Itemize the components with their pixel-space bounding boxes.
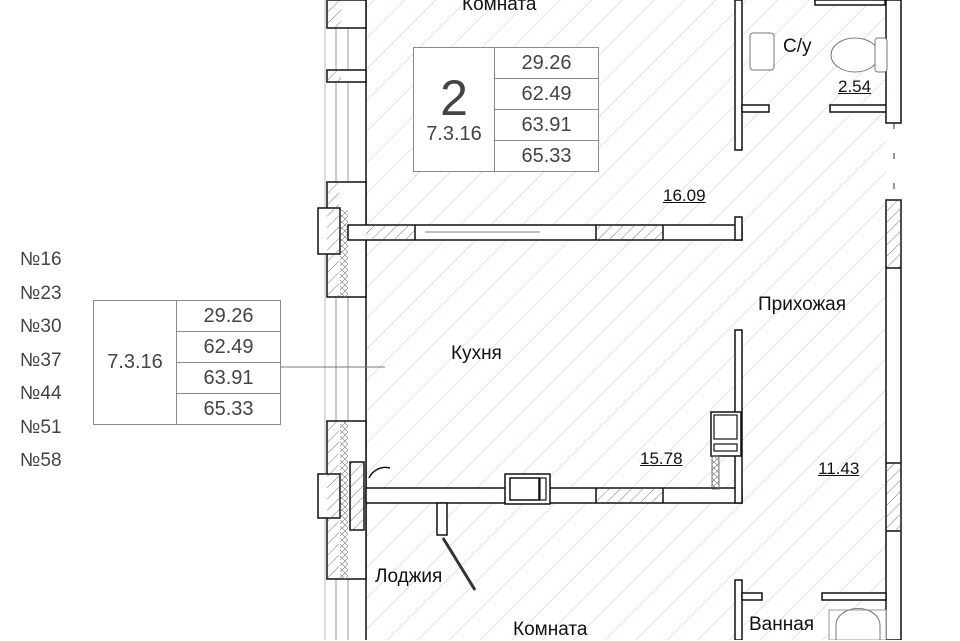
area-total: 62.49 [494,78,599,110]
outer-wall-left [317,0,367,640]
area-total: 62.49 [176,331,281,363]
rooms-count: 2 [440,70,468,126]
apartment-type-code: 7.3.16 [426,123,482,145]
area-living: 29.26 [176,300,281,332]
outer-wall-right [885,123,902,640]
room-label-bottom: Комната [513,619,588,640]
wc-area: 2.54 [838,77,872,96]
wc-walls [734,0,902,151]
partition-wall-top [347,216,743,241]
flat-number: №30 [20,316,62,337]
area-total-loggia-reduced: 63.91 [494,109,599,141]
area-total-loggia-full: 65.33 [494,140,599,172]
area-total-loggia-reduced: 63.91 [176,362,281,394]
partition-wall-hallway [710,329,743,504]
flat-number: №44 [20,383,62,404]
apartment-id-cell: 2 7.3.16 [413,47,495,172]
partition-wall-kitchen [365,466,743,591]
room-area-top: 16.09 [663,186,706,205]
kitchen-area: 15.78 [640,449,683,468]
wc-label: С/у [783,36,812,57]
flat-number: №37 [20,350,62,371]
legend-type-code: 7.3.16 [93,300,177,425]
legend-area-table: 7.3.16 29.26 62.49 63.91 65.33 [93,300,281,425]
flat-number: №58 [20,450,62,471]
bathroom-walls [734,579,887,640]
room-label-top: Комната [462,0,537,15]
flat-number: №51 [20,417,62,438]
hallway-label: Прихожая [758,294,847,315]
flat-number: №23 [20,283,62,304]
apartment-area-table: 2 7.3.16 29.26 62.49 63.91 65.33 [413,47,599,172]
hallway-area: 11.43 [818,459,860,478]
area-total-loggia-full: 65.33 [176,393,281,425]
area-living: 29.26 [494,47,599,79]
flat-number: №16 [20,249,62,270]
bathroom-label: Ванная [749,614,815,635]
loggia-label: Лоджия [375,566,443,587]
kitchen-label: Кухня [451,343,502,364]
